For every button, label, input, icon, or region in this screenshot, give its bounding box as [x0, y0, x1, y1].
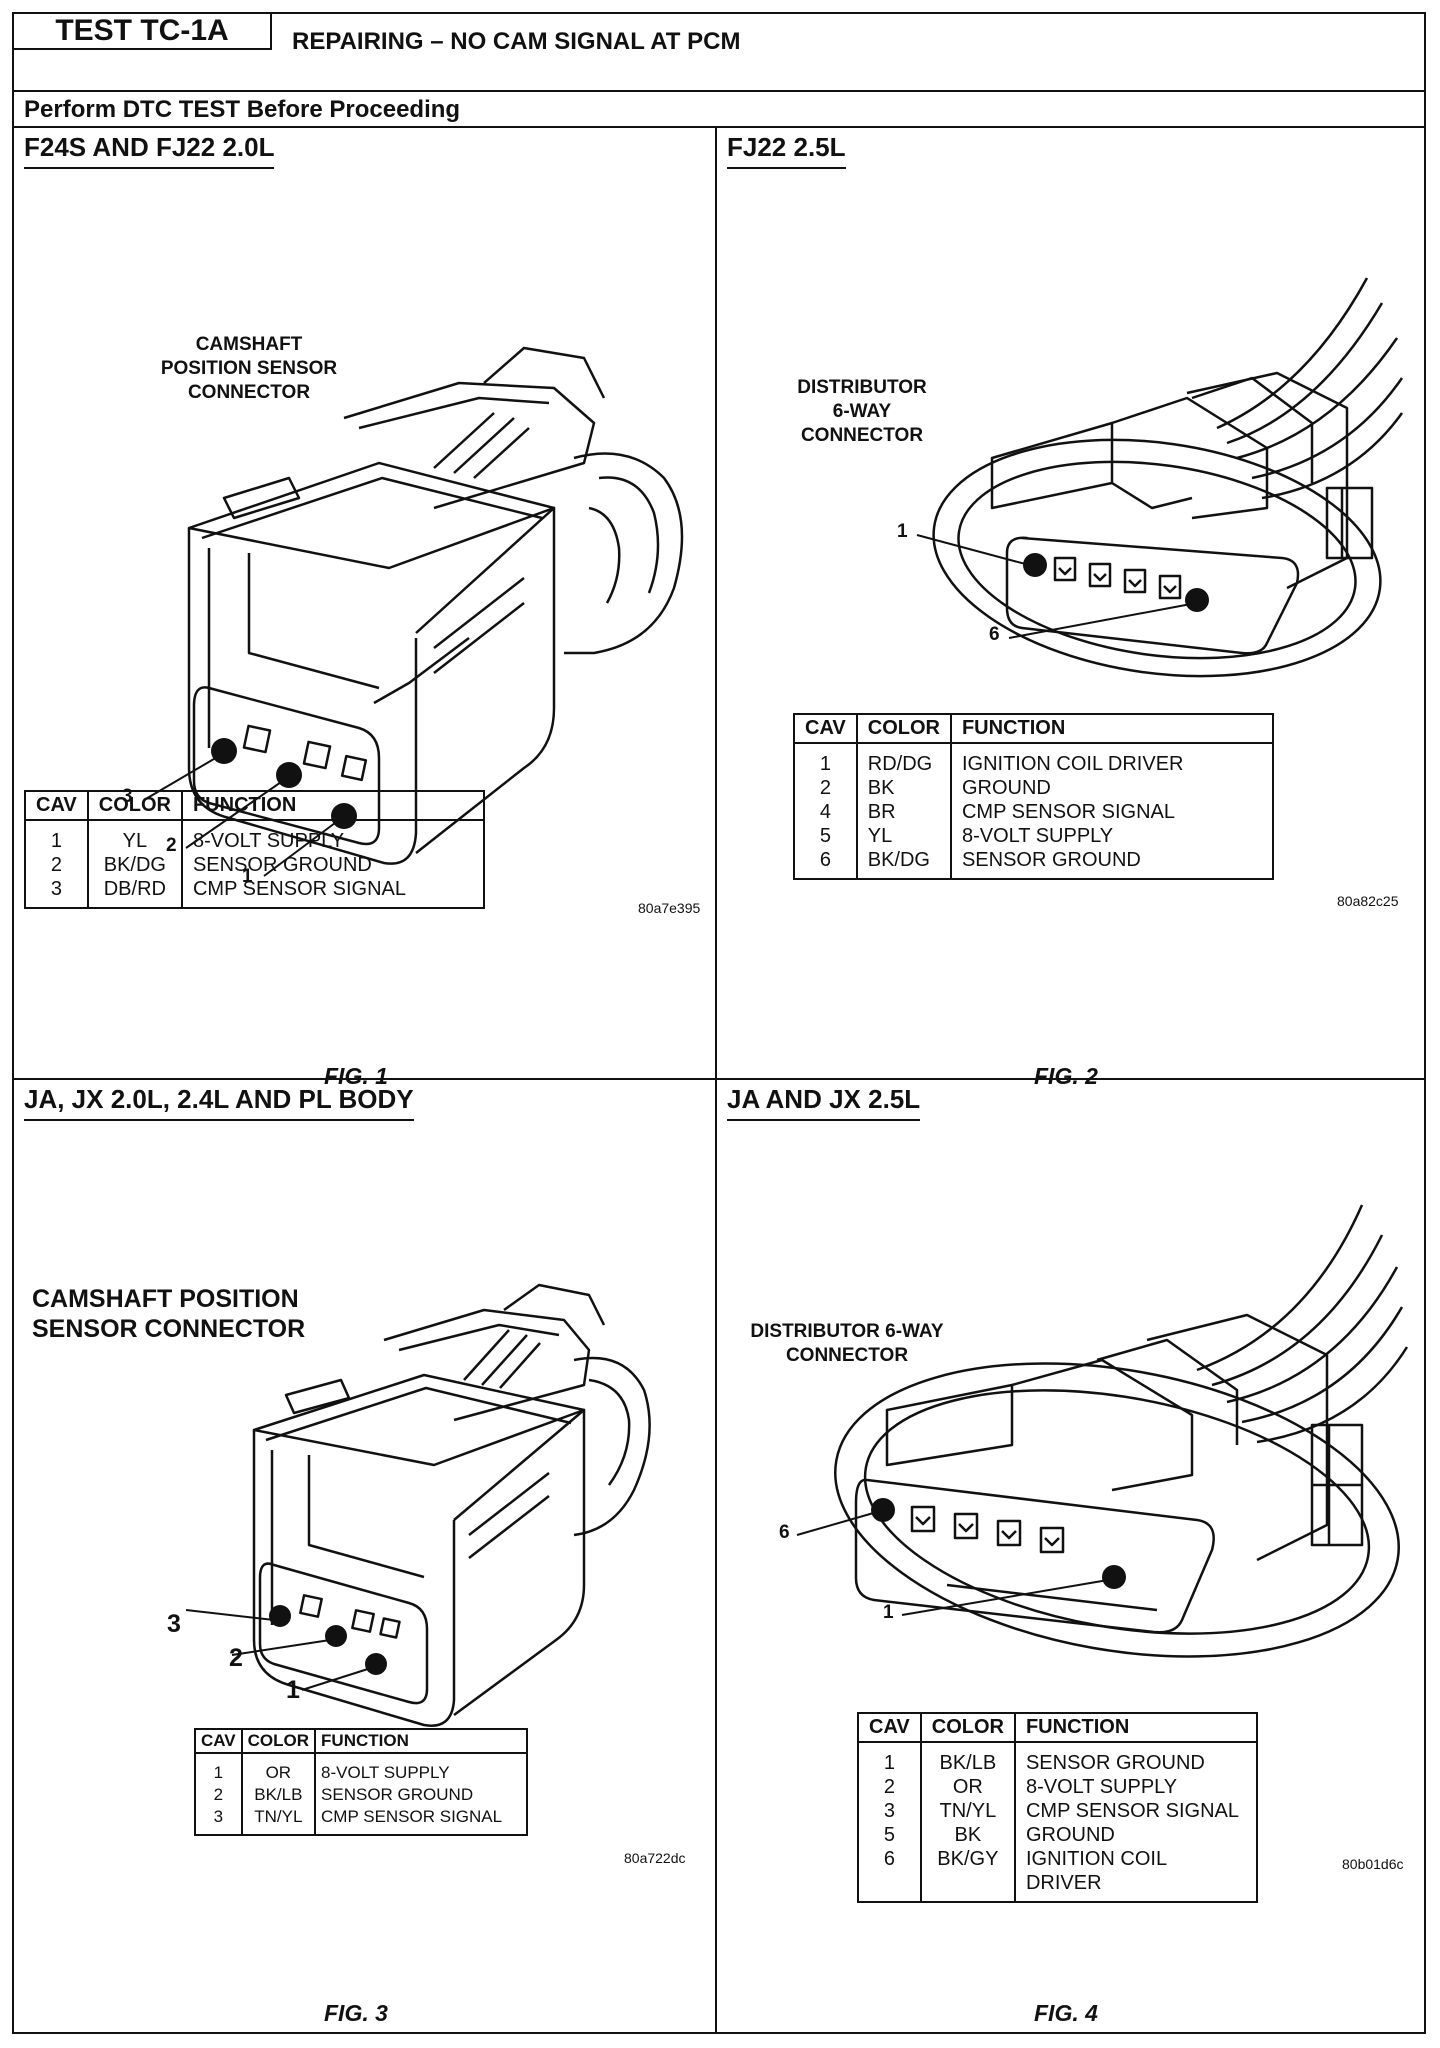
figure-2-section-title: FJ22 2.5L: [727, 132, 846, 169]
color-header: COLOR: [87, 791, 183, 821]
camshaft-sensor-connector-illustration: [143, 346, 684, 877]
function-header: FUNCTION: [181, 791, 484, 821]
figure-3-image-code: 80a722dc: [624, 1850, 686, 1866]
figure-3-callout-3: 3: [167, 1610, 181, 1638]
figure-4-connector-label: DISTRIBUTOR 6-WAY CONNECTOR: [750, 1321, 944, 1366]
figure-4-callout-1: 1: [883, 1602, 894, 1623]
figure-4-image-code: 80b01d6c: [1342, 1856, 1404, 1872]
distributor-6-way-connector-illustration: [916, 277, 1404, 678]
function-header: FUNCTION: [950, 714, 1273, 744]
figure-3-callout-2: 2: [229, 1644, 243, 1672]
figure-3-section-title: JA, JX 2.0L, 2.4L AND PL BODY: [24, 1084, 414, 1121]
cav-header: CAV: [858, 1713, 922, 1743]
figure-3-callout-1: 1: [286, 1676, 300, 1704]
figure-1-callout-1: 1: [242, 866, 253, 887]
figure-3-caption: FIG. 3: [324, 2000, 388, 2026]
distributor-6-way-connector-illustration: [796, 1204, 1409, 1658]
function-header: FUNCTION: [315, 1729, 528, 1754]
cav-header: CAV: [25, 791, 89, 821]
figure-4-caption: FIG. 4: [1034, 2000, 1098, 2026]
function-header: FUNCTION: [1014, 1713, 1257, 1743]
color-header: COLOR: [241, 1729, 317, 1754]
test-title: REPAIRING – NO CAM SIGNAL AT PCM: [292, 28, 741, 55]
camshaft-sensor-connector-illustration: [185, 1283, 651, 1727]
figure-4-section-title: JA AND JX 2.5L: [727, 1084, 921, 1121]
figure-1-image-code: 80a7e395: [638, 900, 701, 916]
figure-2-caption: FIG. 2: [1034, 1063, 1098, 1089]
test-id: TEST TC-1A: [14, 14, 272, 50]
figure-3-connector-label: CAMSHAFT POSITION SENSOR CONNECTOR: [32, 1285, 306, 1343]
figure-4-callout-6: 6: [779, 1522, 790, 1543]
cav-header: CAV: [794, 714, 858, 744]
pre-step-note: Perform DTC TEST Before Proceeding: [24, 96, 461, 123]
header-divider: [14, 126, 1424, 128]
color-header: COLOR: [920, 1713, 1016, 1743]
figure-1-connector-label: CAMSHAFT POSITION SENSOR CONNECTOR: [160, 334, 338, 403]
figure-2-image-code: 80a82c25: [1337, 893, 1399, 909]
figure-3-panel: JA, JX 2.0L, 2.4L AND PL BODY CAMSHAFT P…: [14, 1080, 717, 2032]
cav-header: CAV: [195, 1729, 243, 1754]
figure-1-panel: F24S AND FJ22 2.0L CAMSHAFT POSITION SEN…: [14, 128, 717, 1089]
figure-4-panel: JA AND JX 2.5L DISTRIBUTOR 6-WAY CONNECT…: [717, 1080, 1424, 2032]
service-manual-page: TEST TC-1A REPAIRING – NO CAM SIGNAL AT …: [12, 12, 1426, 2034]
figure-2-callout-1: 1: [897, 521, 908, 542]
figure-1-section-title: F24S AND FJ22 2.0L: [24, 132, 275, 169]
figure-2-panel: FJ22 2.5L DISTRIBUTOR 6-WAY CONNECTOR: [717, 128, 1424, 1089]
figure-1-caption: FIG. 1: [324, 1063, 388, 1089]
figure-2-connector-label: DISTRIBUTOR 6-WAY CONNECTOR: [797, 377, 927, 446]
figure-2-callout-6: 6: [989, 624, 1000, 645]
color-header: COLOR: [856, 714, 952, 744]
test-header: TEST TC-1A REPAIRING – NO CAM SIGNAL AT …: [14, 14, 1424, 123]
